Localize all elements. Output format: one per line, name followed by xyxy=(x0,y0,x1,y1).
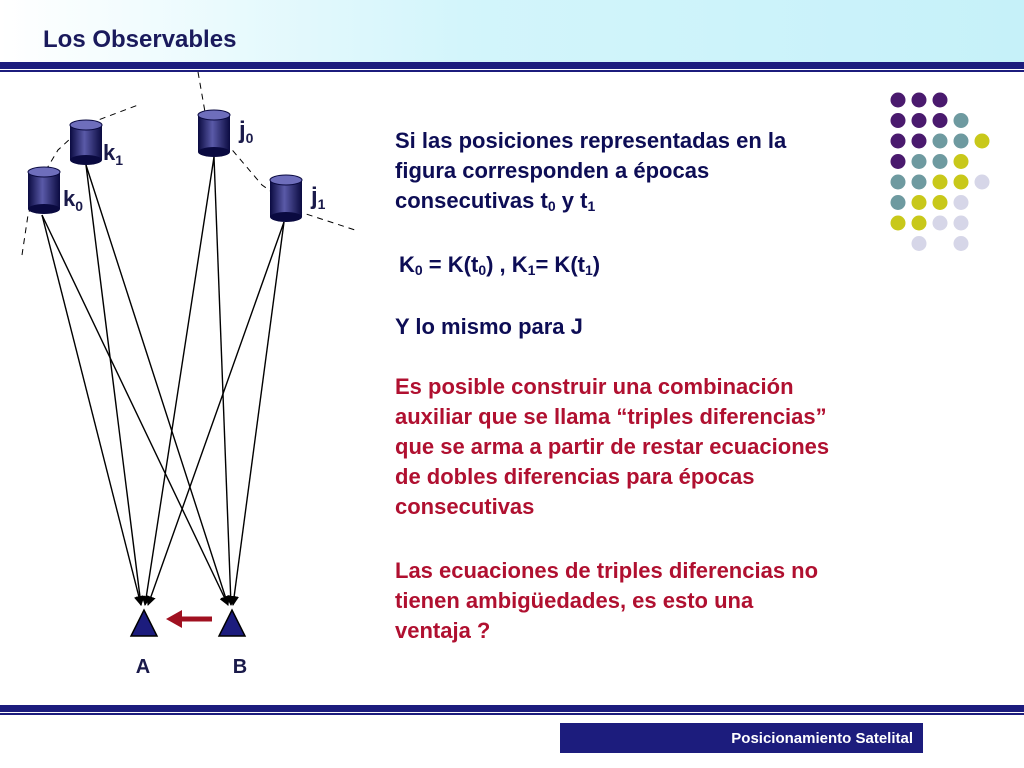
orbit-traces xyxy=(21,72,356,256)
paragraph-positions-line1: Si las posiciones representadas en la xyxy=(395,128,787,153)
label-k0: k0 xyxy=(63,186,83,214)
label-b: B xyxy=(233,656,247,678)
decor-dot xyxy=(953,195,969,210)
move-arrow-icon xyxy=(166,610,212,628)
decor-dot xyxy=(953,174,969,190)
receiver-a-icon xyxy=(129,608,159,637)
decor-dot xyxy=(911,92,927,108)
decor-dot xyxy=(932,113,948,128)
triple-line1: Es posible construir una combinación xyxy=(395,374,794,399)
decor-dot xyxy=(953,133,969,149)
ray-k0-b xyxy=(41,214,229,606)
satellite-k0 xyxy=(27,166,61,214)
triple-line3: que se arma a partir de restar ecuacione… xyxy=(395,434,830,459)
decor-dot xyxy=(890,195,906,210)
equation-k: K0 = K(t0) , K1= K(t1) xyxy=(399,252,601,278)
paragraph-same-for-j: Y lo mismo para J xyxy=(395,314,583,339)
decor-dot xyxy=(890,215,906,231)
triple-line2: auxiliar que se llama “triples diferenci… xyxy=(395,404,827,429)
decor-dot xyxy=(953,215,969,231)
paragraph-ambiguities: Las ecuaciones de triples diferencias no… xyxy=(395,556,915,646)
decorative-dot-grid xyxy=(890,92,990,251)
decor-dot xyxy=(953,236,969,251)
decor-dot xyxy=(953,154,969,169)
decor-dot xyxy=(974,174,990,190)
satellite-diagram: k1 k0 j0 j1 A B xyxy=(21,72,356,678)
decor-dot xyxy=(932,195,948,210)
orbit-j xyxy=(197,72,356,231)
decor-dot xyxy=(911,195,927,210)
bottom-rule-thin xyxy=(0,713,1024,715)
label-j0: j0 xyxy=(238,117,254,146)
ray-j1-a xyxy=(146,221,285,606)
receiver-b-icon xyxy=(217,608,247,637)
satellite-j1 xyxy=(269,174,303,222)
signal-rays xyxy=(41,156,285,606)
top-rule xyxy=(0,62,1024,69)
ray-j1-b xyxy=(229,221,285,606)
label-a: A xyxy=(136,656,150,678)
paragraph-triple-differences: Es posible construir una combinación aux… xyxy=(395,372,915,522)
bottom-rule xyxy=(0,705,1024,712)
decor-dot xyxy=(911,154,927,169)
decor-dot xyxy=(911,113,927,128)
header-band xyxy=(0,0,1024,62)
triple-line4: de dobles diferencias para épocas xyxy=(395,464,755,489)
decor-dot xyxy=(890,174,906,190)
satellite-j0 xyxy=(197,109,231,157)
ray-j0-a xyxy=(141,156,215,606)
decor-dot xyxy=(974,133,990,149)
paragraph-positions: Si las posiciones representadas en la fi… xyxy=(395,126,915,216)
decor-dot xyxy=(932,154,948,169)
paragraph-positions-line2: figura corresponden a épocas xyxy=(395,158,710,183)
decor-dot xyxy=(932,92,948,108)
satellite-k1 xyxy=(69,119,103,165)
ray-k0-a xyxy=(41,214,144,606)
triple-line5: consecutivas xyxy=(395,494,535,519)
decor-dot xyxy=(911,236,927,251)
slide-title: Los Observables xyxy=(43,26,237,53)
decor-dot xyxy=(911,133,927,149)
decor-dot xyxy=(890,113,906,128)
footer-label: Posicionamiento Satelital xyxy=(560,723,923,753)
top-rule-thin xyxy=(0,70,1024,72)
label-k1: k1 xyxy=(103,140,123,168)
label-j1: j1 xyxy=(310,183,326,212)
decor-dot xyxy=(890,154,906,169)
paragraph-positions-line3: consecutivas t0 y t1 xyxy=(395,188,596,214)
ambiguity-line2: tienen ambigüedades, es esto una xyxy=(395,588,754,613)
ray-k1-a xyxy=(85,164,145,606)
decor-dot xyxy=(911,215,927,231)
decor-dot xyxy=(932,215,948,231)
decor-dot xyxy=(932,133,948,149)
ray-j0-b xyxy=(213,156,236,606)
ambiguity-line1: Las ecuaciones de triples diferencias no xyxy=(395,558,819,583)
decor-dot xyxy=(890,92,906,108)
decor-dot xyxy=(911,174,927,190)
decor-dot xyxy=(953,113,969,128)
decor-dot xyxy=(932,174,948,190)
ray-k1-b xyxy=(85,164,230,606)
ambiguity-line3: ventaja ? xyxy=(395,618,491,643)
decor-dot xyxy=(890,133,906,149)
